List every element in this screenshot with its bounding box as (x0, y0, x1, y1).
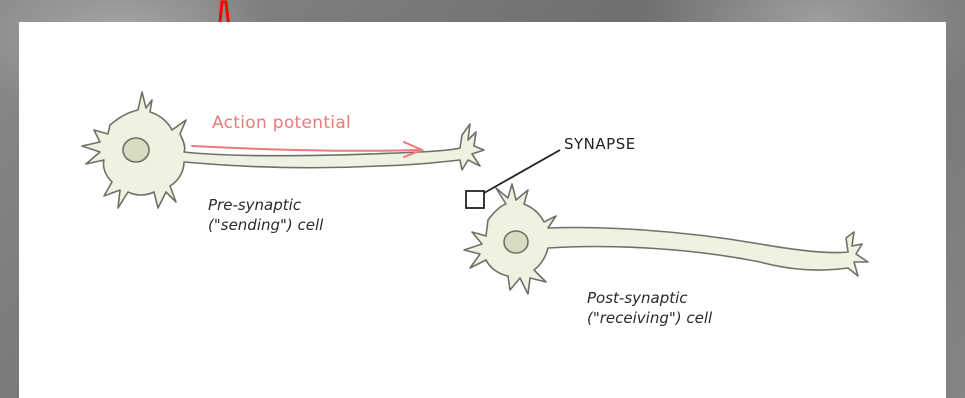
action-potential-label: Action potential (212, 113, 351, 133)
pre-synaptic-label: Pre-synaptic ("sending") cell (208, 195, 323, 235)
post-synaptic-label-line1: Post-synaptic (587, 288, 712, 308)
synapse-label: SYNAPSE (564, 134, 636, 154)
post-synaptic-label: Post-synaptic ("receiving") cell (587, 288, 712, 328)
pre-synaptic-label-line1: Pre-synaptic (208, 195, 323, 215)
pre-synaptic-label-line2: ("sending") cell (208, 215, 323, 235)
post-synaptic-label-line2: ("receiving") cell (587, 308, 712, 328)
post-synaptic-neuron (464, 184, 868, 294)
